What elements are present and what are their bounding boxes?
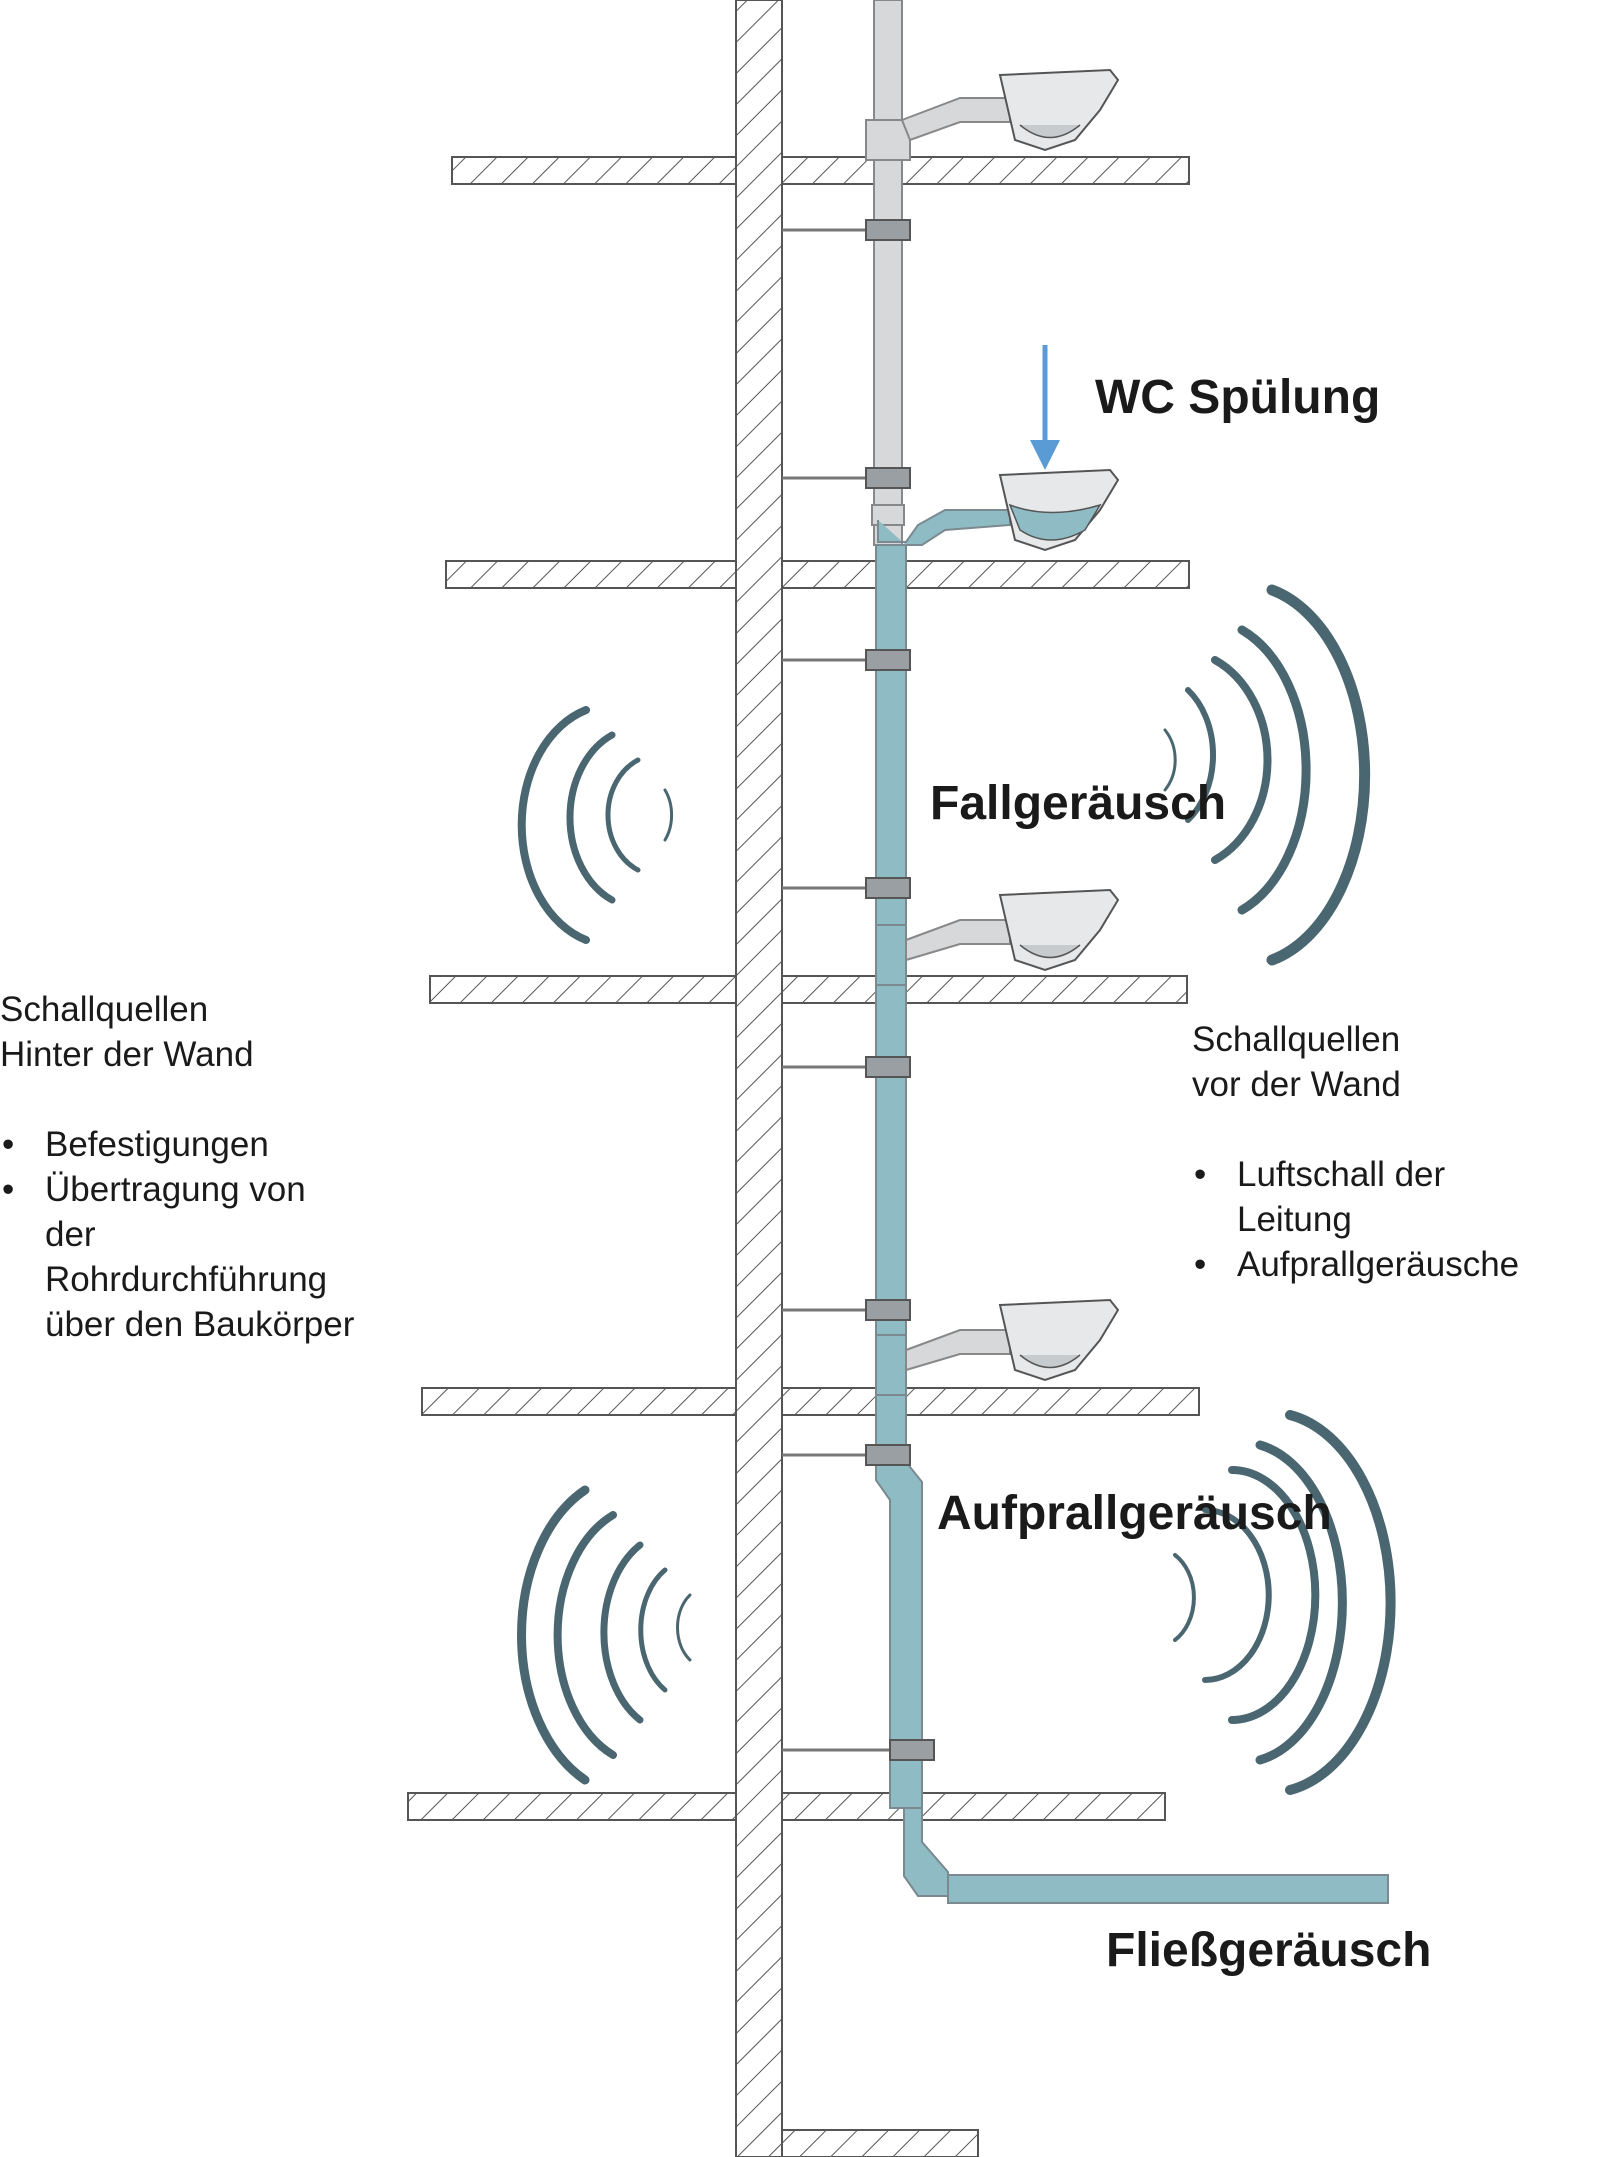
left-panel: Schallquellen Hinter der Wand Befestigun…	[0, 987, 354, 1347]
sound-wave-icon	[1163, 584, 1371, 966]
wall-hung-toilet-icon	[998, 1298, 1120, 1382]
sound-wave-icon	[517, 706, 674, 944]
right-panel-title-line2: vor der Wand	[1192, 1065, 1401, 1104]
vent-stack	[865, 0, 911, 546]
wall-hung-toilet-icon	[998, 888, 1120, 972]
floor-slab	[445, 560, 1190, 589]
list-item: der	[0, 1212, 354, 1257]
list-item: Befestigungen	[0, 1122, 354, 1167]
branch-pipe-active	[877, 509, 1011, 546]
pipe-clamp-icon	[782, 1056, 911, 1078]
pipe-clamp-icon	[782, 219, 911, 241]
list-item-continuation: über den Baukörper	[45, 1305, 355, 1344]
floor-slab	[451, 156, 1190, 185]
list-item: Rohrdurchführung	[0, 1257, 354, 1302]
right-panel-title-line1: Schallquellen	[1192, 1020, 1401, 1059]
list-item-continuation: der	[45, 1215, 96, 1254]
list-item-continuation: Leitung	[1237, 1200, 1352, 1239]
wc-flush-label: WC Spülung	[1095, 371, 1381, 424]
list-item: Übertragung von	[0, 1167, 354, 1212]
floor-slab	[421, 1387, 1200, 1416]
list-item: Luftschall der	[1192, 1152, 1519, 1197]
floor-slab	[407, 1792, 1166, 1821]
pipe-clamp-icon	[782, 467, 911, 489]
branch-pipes-inactive	[900, 97, 1011, 1372]
left-panel-title-line2: Hinter der Wand	[0, 1035, 254, 1074]
drain-pipe	[875, 544, 1389, 1904]
pipe-clamp-icon	[782, 1444, 911, 1466]
list-item: Leitung	[1192, 1197, 1519, 1242]
right-panel-list: Luftschall der Leitung Aufprallgeräusche	[1192, 1152, 1519, 1287]
wall-hung-toilet-icon	[998, 68, 1120, 152]
pipe-clamps	[782, 219, 935, 1761]
pipe-clamp-icon	[782, 1739, 935, 1761]
flow-noise-label: Fließgeräusch	[1106, 1924, 1432, 1977]
left-panel-title-line1: Schallquellen	[0, 990, 209, 1029]
sound-wave-icon	[1173, 1410, 1396, 1795]
down-arrow-icon	[1030, 345, 1060, 470]
pipe-clamp-icon	[782, 649, 911, 671]
list-item-continuation: Rohrdurchführung	[45, 1260, 328, 1299]
wall-hung-toilet-icon	[998, 468, 1120, 552]
wall	[735, 0, 783, 2157]
pipe-clamp-icon	[782, 1299, 911, 1321]
impact-noise-label: Aufprallgeräusch	[937, 1487, 1332, 1540]
right-panel: Schallquellen vor der Wand Luftschall de…	[1192, 1017, 1519, 1287]
floor-slabs	[407, 156, 1200, 2157]
pipe-clamp-icon	[782, 877, 911, 899]
sound-wave-icon	[517, 1485, 692, 1785]
falling-noise-label: Fallgeräusch	[930, 777, 1227, 830]
left-panel-list: Befestigungen Übertragung von der Rohrdu…	[0, 1122, 354, 1347]
list-item: über den Baukörper	[0, 1302, 354, 1347]
list-item: Aufprallgeräusche	[1192, 1242, 1519, 1287]
floor-slab	[429, 975, 1188, 1004]
